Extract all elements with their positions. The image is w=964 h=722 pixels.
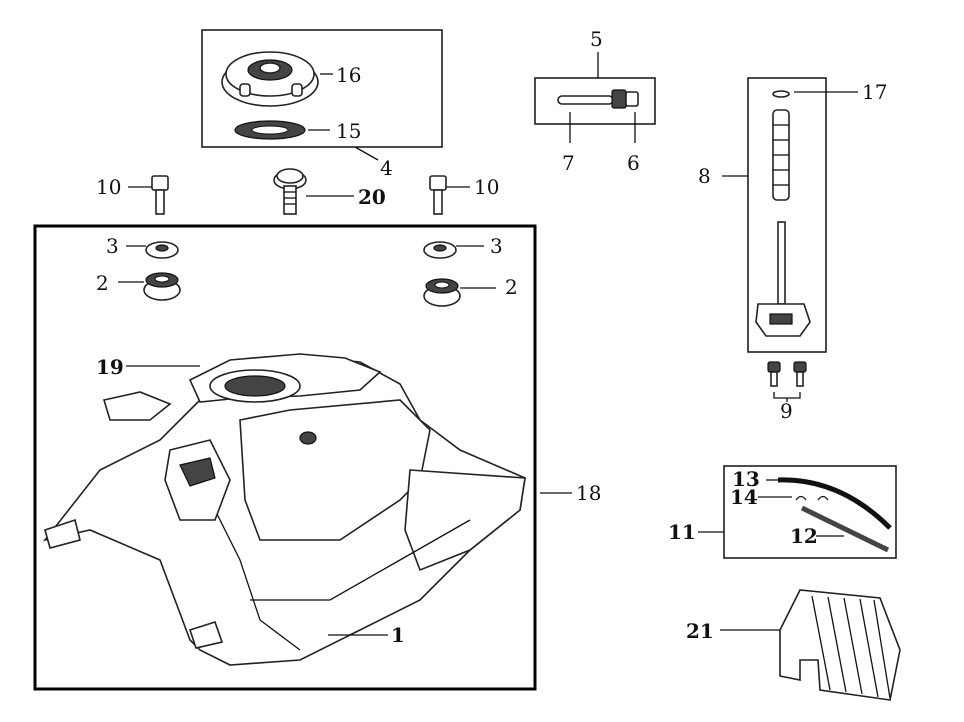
fuel-tank-group-box	[33, 224, 537, 691]
grommet-part-3-right	[423, 241, 457, 259]
fuel-pump-box	[747, 77, 827, 353]
grommet-part-2-left	[143, 272, 181, 301]
callout-5: 5	[590, 27, 603, 51]
callout-20: 20	[358, 185, 386, 209]
screws-part-9	[767, 361, 807, 387]
callout-19: 19	[96, 355, 124, 379]
callout-6: 6	[627, 151, 640, 175]
fuel-cap-part-16	[221, 51, 319, 107]
callout-1: 1	[391, 623, 405, 647]
cover-part-21	[779, 589, 901, 701]
callout-15: 15	[336, 119, 361, 143]
callout-21: 21	[686, 619, 714, 643]
fuel-part-5-box	[534, 77, 656, 125]
fitting-part-6	[611, 89, 639, 109]
tube-part-13	[777, 477, 892, 530]
bolt-part-10-left	[151, 175, 169, 215]
fuel-tank-part-1	[42, 353, 526, 666]
callout-14: 14	[730, 485, 758, 509]
bolt-part-20	[273, 168, 307, 215]
callout-9: 9	[780, 399, 793, 423]
grommet-part-3-left	[145, 241, 179, 259]
fuel-pump-part-8	[755, 90, 811, 337]
callout-13: 13	[732, 467, 760, 491]
callout-18: 18	[576, 481, 601, 505]
bolt-part-10-right	[429, 175, 447, 215]
tube-part-12	[800, 505, 890, 553]
callout-7: 7	[562, 151, 575, 175]
callout-10-left: 10	[96, 175, 121, 199]
clips-part-14	[795, 495, 829, 501]
callout-10-right: 10	[474, 175, 499, 199]
grommet-part-2-right	[423, 278, 461, 307]
callout-11: 11	[668, 520, 696, 544]
fuel-cap-group-box	[201, 29, 443, 148]
tube-part-7	[557, 95, 614, 105]
callout-16: 16	[336, 63, 361, 87]
callout-8: 8	[698, 164, 711, 188]
callout-4: 4	[380, 156, 393, 180]
callout-3-left: 3	[106, 234, 119, 258]
callout-2-right: 2	[505, 275, 518, 299]
tube-kit-box	[723, 465, 897, 559]
callout-2-left: 2	[96, 271, 109, 295]
callout-12: 12	[790, 524, 818, 548]
callout-17: 17	[862, 80, 887, 104]
callout-3-right: 3	[490, 234, 503, 258]
gasket-part-15	[234, 120, 306, 140]
